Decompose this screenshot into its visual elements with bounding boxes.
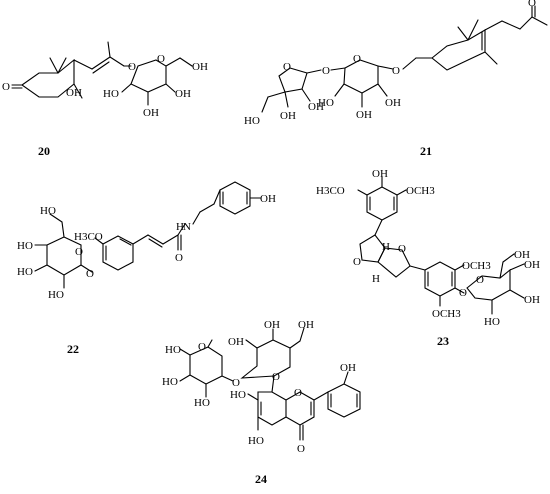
- atom-label: O: [283, 61, 291, 73]
- atom-label: OH: [372, 168, 388, 180]
- atom-label: H: [382, 241, 390, 253]
- atom-label: OCH3: [462, 260, 491, 272]
- atom-label: HO: [48, 289, 64, 301]
- compound-number: 24: [255, 472, 267, 486]
- compound-23: OH H3CO OCH3 H H O O OCH3 OCH3 O O OH OH…: [316, 168, 540, 348]
- atom-label: O: [75, 246, 83, 258]
- compound-24: HO HO HO O O OH OH OH O HO HO O O OH 24: [162, 319, 361, 486]
- atom-label: O: [294, 387, 302, 399]
- atom-label: OCH3: [432, 308, 461, 320]
- atom-label: OH: [308, 101, 324, 113]
- atom-label: O: [392, 65, 400, 77]
- atom-label: O: [272, 371, 280, 383]
- atom-label: HO: [230, 389, 246, 401]
- atom-label: HO: [165, 344, 181, 356]
- atom-label: HO: [162, 376, 178, 388]
- atom-label: OH: [280, 110, 296, 122]
- compound-22: HO HO HO HO H3CO O O N H O OH 22: [17, 181, 276, 356]
- compound-number: 21: [420, 144, 432, 158]
- atom-label: O: [459, 287, 467, 299]
- atom-label: HO: [484, 316, 500, 328]
- atom-label: N: [183, 221, 191, 233]
- atom-label: O: [297, 443, 305, 455]
- compound-number: 20: [38, 144, 50, 158]
- atom-label: OH: [524, 294, 540, 306]
- compound-number: 22: [67, 342, 79, 356]
- atom-label: OH: [143, 107, 159, 119]
- atom-label: OH: [298, 319, 314, 331]
- atom-label: O: [86, 268, 94, 280]
- atom-label: OH: [385, 97, 401, 109]
- atom-label: HO: [17, 240, 33, 252]
- atom-label: H: [372, 273, 380, 285]
- atom-label: O: [353, 53, 361, 65]
- compound-20: O OH O O OH HO OH OH 20: [2, 41, 208, 158]
- atom-label: O: [128, 61, 136, 73]
- atom-label: OH: [340, 362, 356, 374]
- atom-label: OH: [228, 336, 244, 348]
- atom-label: OH: [356, 109, 372, 121]
- atom-label: OH: [514, 249, 530, 261]
- atom-label: O: [157, 53, 165, 65]
- atom-label: HO: [194, 397, 210, 409]
- atom-label: HO: [17, 266, 33, 278]
- compound-21: O O O O HO OH OH HO OH OH O 21: [244, 0, 548, 158]
- atom-label: O: [175, 252, 183, 264]
- compound-number: 23: [437, 334, 449, 348]
- atom-label: HO: [244, 115, 260, 127]
- atom-label: H3CO: [316, 185, 345, 197]
- atom-label: O: [528, 0, 536, 9]
- atom-label: OCH3: [406, 185, 435, 197]
- atom-label: HO: [318, 97, 334, 109]
- atom-label: OH: [264, 319, 280, 331]
- atom-label: OH: [524, 259, 540, 271]
- atom-label: O: [198, 341, 206, 353]
- atom-label: O: [232, 377, 240, 389]
- atom-label: O: [322, 65, 330, 77]
- atom-label: OH: [260, 193, 276, 205]
- atom-label: O: [398, 243, 406, 255]
- atom-label: HO: [248, 435, 264, 447]
- atom-label: OH: [192, 61, 208, 73]
- atom-label: HO: [40, 205, 56, 217]
- atom-label: OH: [66, 87, 82, 99]
- atom-label: H3CO: [74, 231, 103, 243]
- atom-label: O: [476, 274, 484, 286]
- atom-label: O: [2, 81, 10, 93]
- atom-label: O: [353, 256, 361, 268]
- atom-label: H: [176, 221, 184, 233]
- atom-label: OH: [175, 88, 191, 100]
- atom-label: HO: [103, 88, 119, 100]
